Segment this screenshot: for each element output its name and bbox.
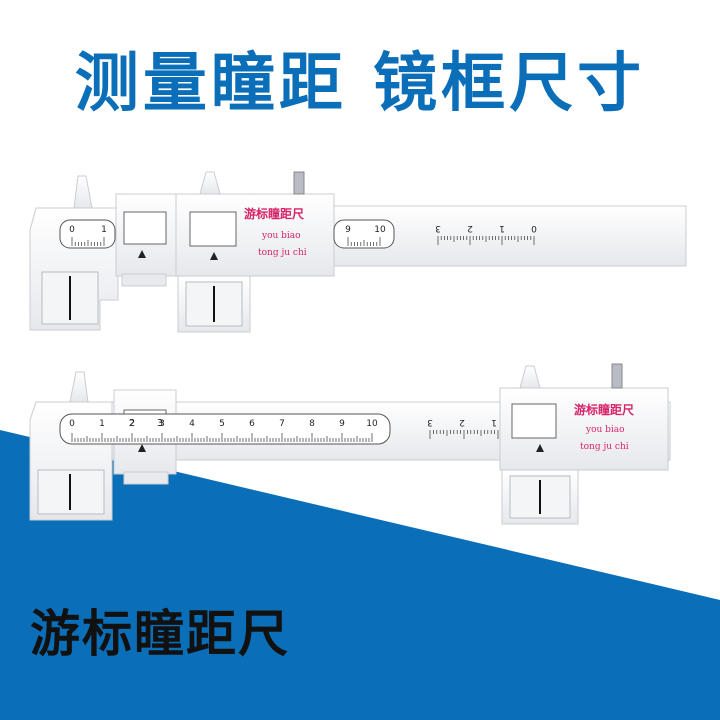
bottom-vernier-label: 3 xyxy=(157,418,163,429)
headline: 测量瞳距 镜框尺寸 xyxy=(74,47,646,121)
bottom-scale-left-label: 0 xyxy=(69,419,75,429)
bottom-scale-left-label: 2 xyxy=(129,419,135,429)
bottom-scale-left-label: 4 xyxy=(189,419,195,429)
top-scale-flipped-label: 2 xyxy=(467,223,473,233)
blue-background-band xyxy=(0,430,720,720)
bottom-scale-flipped-label: 1 xyxy=(491,417,497,427)
bottom-scale-left-label: 10 xyxy=(366,419,378,429)
top-scale-right-label: 9 xyxy=(345,225,351,235)
bottom-scale-left-label: 1 xyxy=(99,419,105,429)
bottom-scale-left-label: 8 xyxy=(309,419,315,429)
bottom-scale-flipped-label: 3 xyxy=(427,417,433,427)
ruler-top-label-line1: you biao xyxy=(261,231,301,241)
ruler-top-label-cn: 游标瞳距尺 xyxy=(244,206,304,221)
top-scale-flipped-label: 1 xyxy=(499,223,505,233)
ruler-top-label-line2: tong ju chi xyxy=(258,248,307,258)
bottom-scale-left-label: 3 xyxy=(159,419,165,429)
top-scale-left-label: 0 xyxy=(69,225,75,235)
bottom-scale-left-label: 7 xyxy=(279,419,285,429)
bottom-scale-left-label: 5 xyxy=(219,419,225,429)
ruler-bottom-label-cn: 游标瞳距尺 xyxy=(574,402,634,417)
bottom-scale-left-label: 6 xyxy=(249,419,255,429)
bottom-vernier-label: 2 xyxy=(129,418,135,429)
top-scale-flipped-label: 3 xyxy=(435,223,441,233)
top-scale-left-label: 1 xyxy=(101,225,107,235)
footer-title: 游标瞳距尺 xyxy=(30,605,290,663)
ruler-bottom-label-line2: tong ju chi xyxy=(580,442,629,452)
bottom-scale-flipped-label: 2 xyxy=(459,417,465,427)
bottom-scale-left-label: 9 xyxy=(339,419,345,429)
ruler-bottom-label-line1: you biao xyxy=(585,425,625,435)
top-scale-right-label: 10 xyxy=(374,225,386,235)
top-scale-flipped-label: 0 xyxy=(531,223,537,233)
